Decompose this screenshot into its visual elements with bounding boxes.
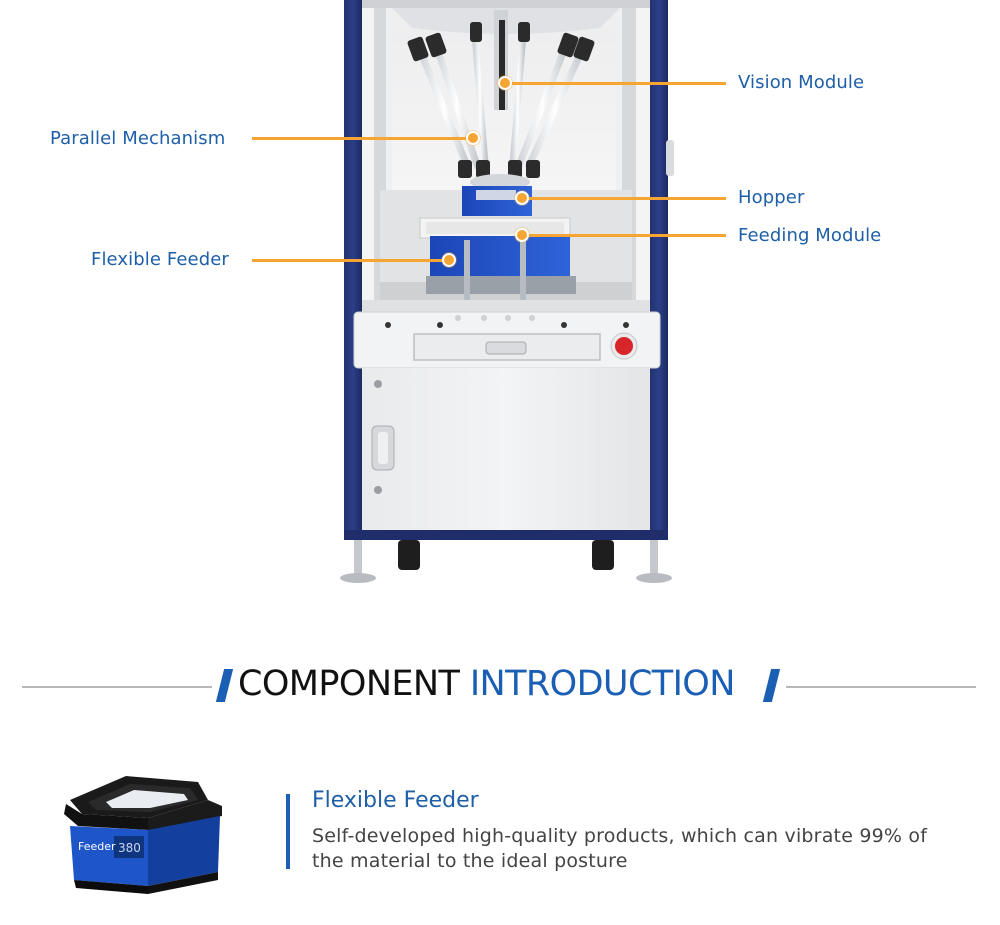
frame-right-side [650, 0, 668, 538]
feeding-module-leader [522, 234, 726, 237]
section-heading: COMPONENT INTRODUCTION [0, 660, 1000, 714]
parallel-mechanism-label: Parallel Mechanism [50, 128, 226, 149]
heading-slash-left [215, 669, 234, 702]
section-title: COMPONENT INTRODUCTION [238, 664, 735, 704]
section-title-part1: COMPONENT [238, 664, 460, 704]
heading-rule-left [22, 686, 212, 688]
component-title: Flexible Feeder [312, 788, 479, 813]
feeding-module-marker [515, 228, 529, 242]
flexible-feeder-leader [252, 259, 448, 262]
parallel-mechanism-leader [252, 137, 472, 140]
hopper-marker [515, 191, 529, 205]
frame-left-side [344, 0, 362, 538]
vision-module-label: Vision Module [738, 72, 865, 93]
flexible-feeder-label: Flexible Feeder [91, 249, 229, 270]
image-brand-text: Feeder [78, 840, 116, 853]
hopper-label: Hopper [738, 187, 805, 208]
parallel-mechanism-marker [466, 131, 480, 145]
section-title-part2: INTRODUCTION [469, 664, 736, 704]
vision-module-marker [498, 76, 512, 90]
flexible-feeder-image: Feeder 380 [64, 776, 222, 894]
image-model-text: 380 [118, 841, 141, 855]
hopper-leader [522, 197, 726, 200]
heading-slash-right [762, 669, 781, 702]
heading-rule-right [786, 686, 976, 688]
card-accent-bar [286, 794, 290, 869]
component-description: Self-developed high-quality products, wh… [312, 825, 928, 872]
feeding-module-label: Feeding Module [738, 225, 882, 246]
parallel-arms [407, 22, 595, 190]
flexible-feeder-marker [442, 253, 456, 267]
vision-module-leader [506, 82, 726, 85]
